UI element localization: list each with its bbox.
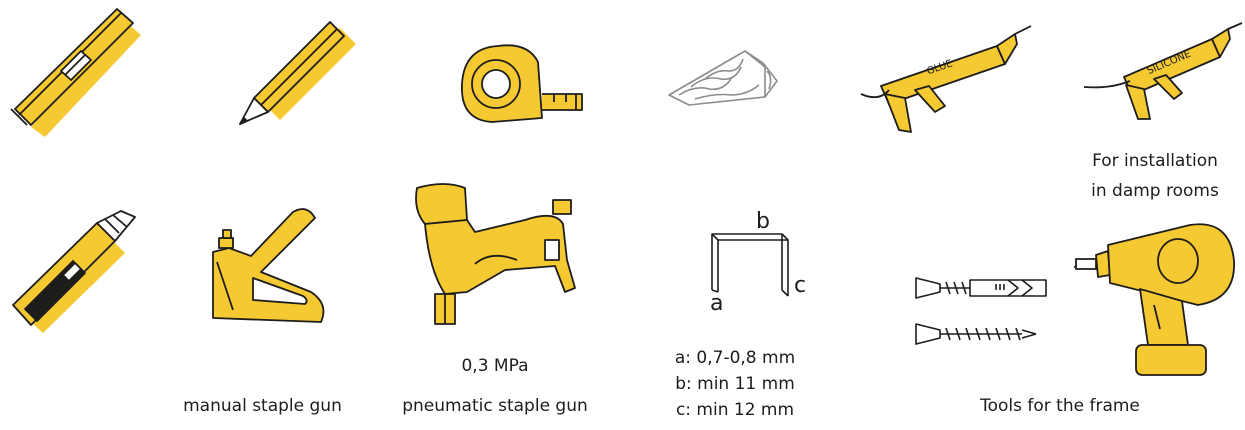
staple-spec-c: c: min 12 mm <box>675 400 795 420</box>
staple-spec-b: b: min 11 mm <box>675 374 795 394</box>
staple-label-a: a <box>710 291 723 316</box>
utility-knife-icon <box>12 210 136 333</box>
silicone-caption-line1: For installation <box>1092 151 1218 171</box>
staple-spec-a: a: 0,7-0,8 mm <box>674 348 796 368</box>
silicone-caption-line2: in damp rooms <box>1091 181 1219 201</box>
screw-and-dowel-icon <box>915 277 1047 345</box>
staple-diagram: b a c <box>710 209 806 316</box>
drill-icon <box>1073 223 1235 376</box>
pneumatic-staple-gun-icon <box>415 183 576 325</box>
pneumatic-staple-gun-caption: pneumatic staple gun <box>402 396 588 416</box>
staple-label-c: c <box>794 273 806 298</box>
glue-gun-icon: GLUE <box>860 25 1032 133</box>
pencil-icon <box>239 21 356 125</box>
manual-staple-gun-icon <box>212 208 325 323</box>
pneumatic-pressure-label: 0,3 MPa <box>461 356 529 376</box>
wedge-icon <box>668 50 778 106</box>
tape-measure-icon <box>461 44 583 123</box>
silicone-gun-icon: SILICONE <box>1083 22 1243 120</box>
spirit-level-icon <box>10 8 141 137</box>
manual-staple-gun-caption: manual staple gun <box>183 396 342 416</box>
staple-label-b: b <box>756 209 770 234</box>
frame-tools-caption: Tools for the frame <box>980 396 1140 416</box>
